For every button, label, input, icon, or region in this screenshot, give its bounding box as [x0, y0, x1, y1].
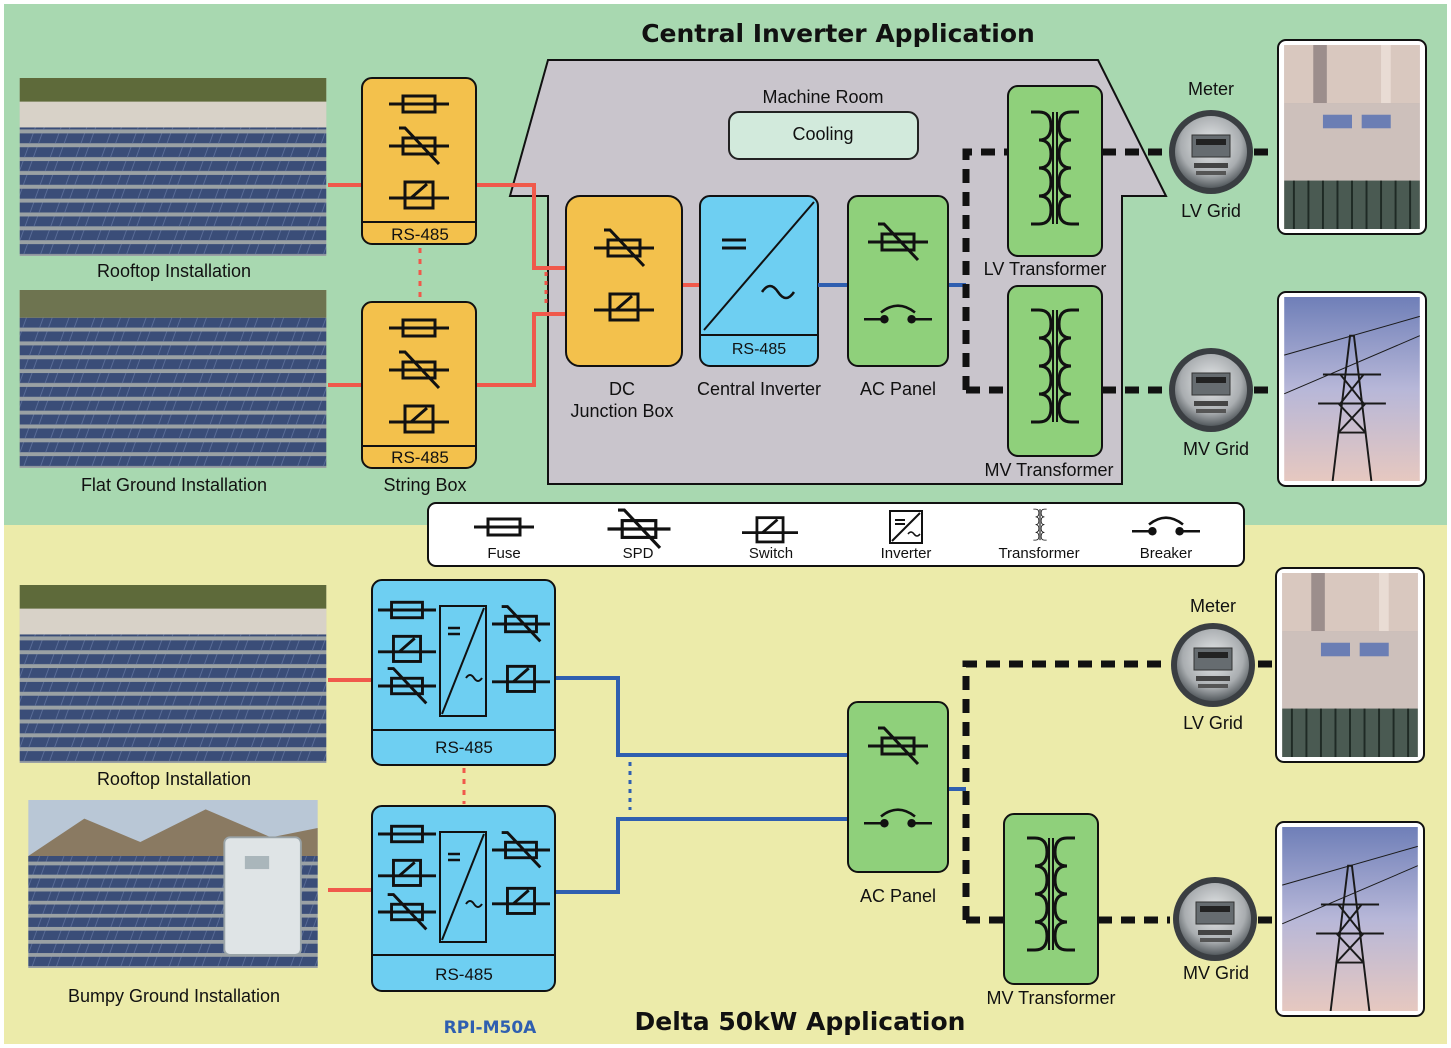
mv-grid-top-label: MV Grid [1183, 439, 1249, 459]
meter-mv-top [1168, 347, 1254, 433]
bumpy-ground-installation-photo [27, 800, 319, 968]
central-inverter-rs485: RS-485 [732, 341, 786, 358]
string-box-1 [361, 77, 477, 245]
flat-ground-installation-label: Flat Ground Installation [81, 475, 267, 495]
string-box-label: String Box [383, 475, 466, 495]
cooling-box [728, 111, 919, 160]
meter-lv-bottom [1170, 622, 1256, 708]
ac-panel-top-label: AC Panel [860, 379, 936, 399]
meter-top-label: Meter [1188, 79, 1234, 99]
dc-junction-box [565, 195, 683, 367]
legend-inverter-label: Inverter [881, 545, 932, 562]
mv-grid-photo-bottom [1275, 821, 1425, 1017]
string-box-2-rs485: RS-485 [391, 448, 449, 467]
model-label: RPI-M50A [444, 1018, 538, 1038]
legend-spd-label: SPD [623, 545, 654, 562]
dc-junction-label-1: DC [609, 379, 635, 399]
meter-lv-top [1168, 109, 1254, 195]
dc-wiring-top [328, 183, 700, 387]
title-central-inverter: Central Inverter Application [641, 19, 1035, 48]
delta-inverter-1-rs485: RS-485 [435, 738, 493, 757]
lv-grid-bottom-label: LV Grid [1183, 713, 1243, 733]
rooftop-installation-label: Rooftop Installation [97, 261, 251, 281]
ac-panel-bottom [847, 701, 949, 873]
mv-transformer-bottom-label: MV Transformer [986, 988, 1115, 1008]
central-inverter-label: Central Inverter [697, 379, 821, 399]
ac-panel-top [847, 195, 949, 367]
lv-transformer-top [1007, 85, 1103, 257]
dc-junction-label-2: Junction Box [570, 401, 673, 421]
mv-transformer-top [1007, 285, 1103, 457]
string-box-2 [361, 301, 477, 469]
machine-room-building [508, 59, 1168, 485]
string-box-1-rs485: RS-485 [391, 225, 449, 244]
grid-wiring-bottom [962, 660, 1280, 924]
lv-grid-photo-bottom [1275, 567, 1425, 763]
rooftop-installation-photo [19, 78, 327, 256]
delta-inverter-1 [371, 579, 556, 766]
mv-transformer-top-label: MV Transformer [984, 460, 1113, 480]
grid-wiring-top [962, 148, 1282, 394]
lv-transformer-label: LV Transformer [984, 259, 1107, 279]
delta-inverter-2-rs485: RS-485 [435, 965, 493, 984]
lv-grid-photo-top [1277, 39, 1427, 235]
legend-transformer-label: Transformer [998, 545, 1079, 562]
legend-switch-label: Switch [749, 545, 793, 562]
ac-wiring-bottom [555, 676, 966, 894]
rooftop-installation-bottom-label: Rooftop Installation [97, 769, 251, 789]
mv-grid-photo-top [1277, 291, 1427, 487]
mv-grid-bottom-label: MV Grid [1183, 963, 1249, 983]
mv-transformer-bottom [1003, 813, 1099, 985]
lv-grid-top-label: LV Grid [1181, 201, 1241, 221]
cooling-label: Cooling [792, 124, 853, 144]
meter-mv-bottom [1172, 876, 1258, 962]
title-delta-50kw: Delta 50kW Application [635, 1007, 966, 1036]
delta-inverter-2 [371, 805, 556, 992]
ac-panel-bottom-label: AC Panel [860, 886, 936, 906]
legend-inverter-symbol [889, 510, 923, 544]
legend-breaker-label: Breaker [1140, 545, 1193, 562]
flat-ground-installation-photo [19, 290, 327, 468]
legend-box [427, 502, 1245, 567]
bumpy-ground-installation-label: Bumpy Ground Installation [68, 986, 280, 1006]
central-inverter-box [699, 195, 819, 367]
rooftop-installation-photo-bottom [19, 585, 327, 763]
machine-room-label: Machine Room [762, 87, 883, 107]
legend-fuse-label: Fuse [487, 545, 520, 562]
meter-bottom-label: Meter [1190, 596, 1236, 616]
